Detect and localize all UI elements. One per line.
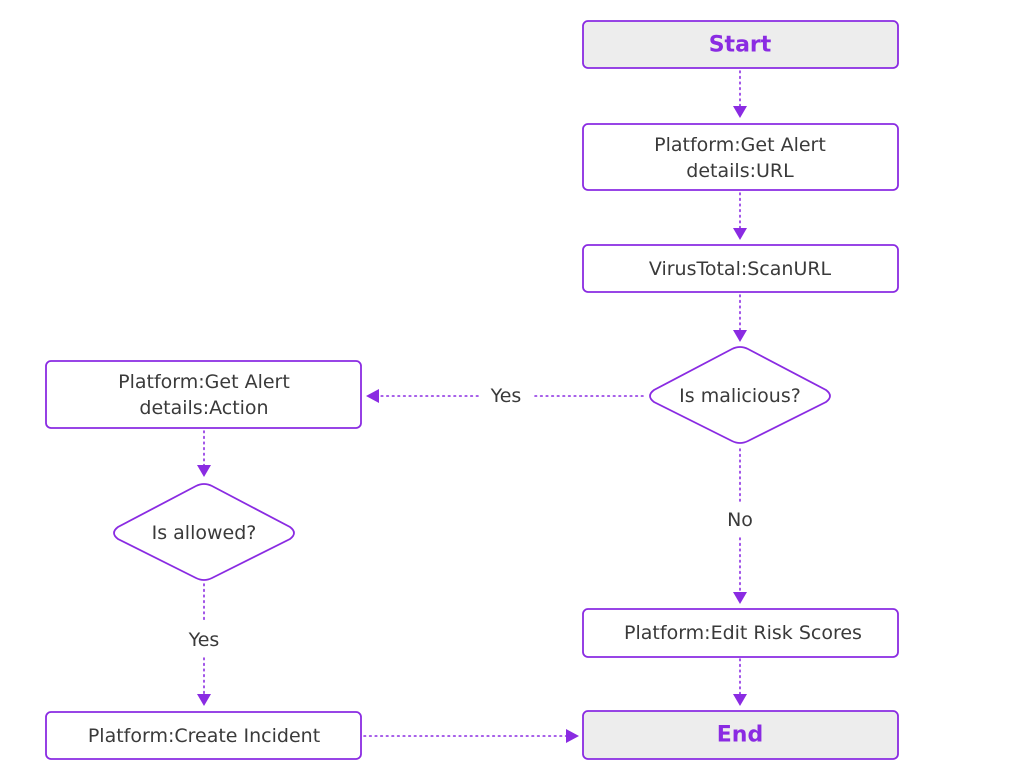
node-get-alert-action-line2: details:Action — [139, 397, 268, 419]
edge-get-action-to-is-allowed — [197, 430, 211, 477]
node-create-incident: Platform:Create Incident — [45, 711, 362, 760]
node-get-alert-url-line1: Platform:Get Alert — [654, 134, 826, 156]
edge-label-malicious-yes: Yes — [490, 385, 522, 407]
node-start: Start — [582, 20, 899, 69]
edge-is-allowed-yes — [197, 583, 211, 706]
node-get-alert-action-line1: Platform:Get Alert — [118, 371, 290, 393]
edge-is-malicious-no — [733, 448, 747, 604]
edge-get-url-to-scan-url — [733, 192, 747, 240]
node-end-label: End — [717, 723, 763, 748]
edge-label-malicious-no: No — [727, 509, 753, 531]
node-create-incident-label: Platform:Create Incident — [88, 725, 320, 747]
node-start-label: Start — [709, 33, 772, 58]
node-scan-url-label: VirusTotal:ScanURL — [649, 258, 832, 280]
node-is-allowed-label: Is allowed? — [152, 522, 257, 544]
node-scan-url: VirusTotal:ScanURL — [582, 244, 899, 293]
node-edit-risk-scores-label: Platform:Edit Risk Scores — [624, 622, 862, 644]
edge-edit-risk-to-end — [733, 658, 747, 706]
node-get-alert-url-line2: details:URL — [686, 160, 794, 182]
node-is-allowed: Is allowed? — [113, 483, 295, 581]
edge-create-incident-to-end — [363, 729, 579, 743]
edge-scan-url-to-is-malicious — [733, 294, 747, 342]
node-get-alert-url: Platform:Get Alert details:URL — [582, 123, 899, 191]
node-edit-risk-scores: Platform:Edit Risk Scores — [582, 608, 899, 658]
edge-label-allowed-yes: Yes — [188, 629, 220, 651]
edges — [197, 70, 747, 743]
node-is-malicious: Is malicious? — [649, 346, 831, 444]
edge-is-malicious-yes — [366, 389, 644, 403]
node-end: End — [582, 710, 899, 760]
edge-start-to-get-url — [733, 70, 747, 118]
node-is-malicious-label: Is malicious? — [679, 385, 801, 407]
node-get-alert-action: Platform:Get Alert details:Action — [45, 360, 362, 429]
